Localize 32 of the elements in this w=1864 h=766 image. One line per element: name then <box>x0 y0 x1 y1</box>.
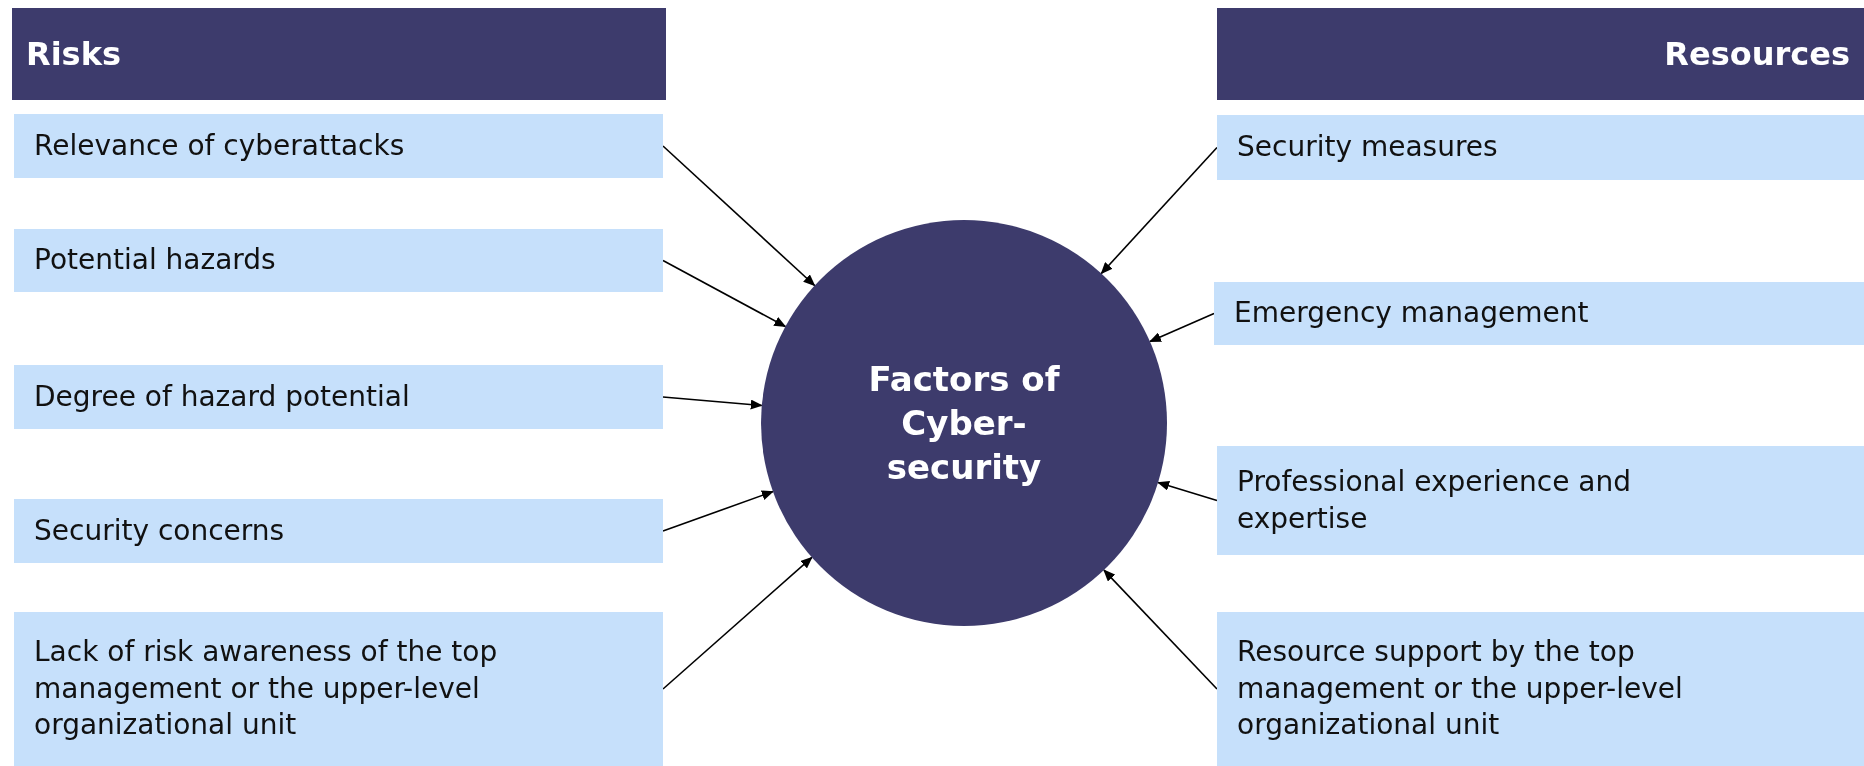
arrow <box>662 259 787 328</box>
hub-label: Factors of Cyber-security <box>867 357 1061 490</box>
column-heading: Risks <box>26 35 121 73</box>
header-bar <box>12 8 666 100</box>
arrow <box>662 145 816 287</box>
factor-label: Professional experience and expertise <box>1237 464 1632 537</box>
column-heading: Resources <box>1664 35 1850 73</box>
arrow <box>1149 312 1215 343</box>
factor-box <box>14 612 663 766</box>
factor-box <box>1217 446 1864 555</box>
factor-box <box>14 365 663 429</box>
arrow <box>1100 146 1218 275</box>
factor-box <box>1217 115 1864 180</box>
factor-box <box>14 114 663 178</box>
factor-label: Resource support by the top management or the upper-level organizational unit <box>1237 634 1684 744</box>
factor-label: Emergency management <box>1234 295 1589 332</box>
arrow <box>1103 569 1218 690</box>
arrow <box>1157 480 1218 502</box>
factor-label: Security measures <box>1237 129 1498 166</box>
factor-box <box>14 499 663 563</box>
factor-box <box>14 229 663 292</box>
arrow <box>662 556 813 690</box>
factor-label: Lack of risk awareness of the top management or the upper-level organizational unit <box>34 634 499 744</box>
factor-label: Security concerns <box>34 512 285 549</box>
factor-box <box>1214 282 1864 345</box>
factor-label: Degree of hazard potential <box>34 378 410 415</box>
factor-box <box>1217 612 1864 766</box>
header-bar <box>1217 8 1864 100</box>
factor-label: Potential hazards <box>34 242 276 279</box>
arrow <box>662 490 774 532</box>
arrow <box>662 396 763 410</box>
factor-label: Relevance of cyberattacks <box>34 127 405 164</box>
